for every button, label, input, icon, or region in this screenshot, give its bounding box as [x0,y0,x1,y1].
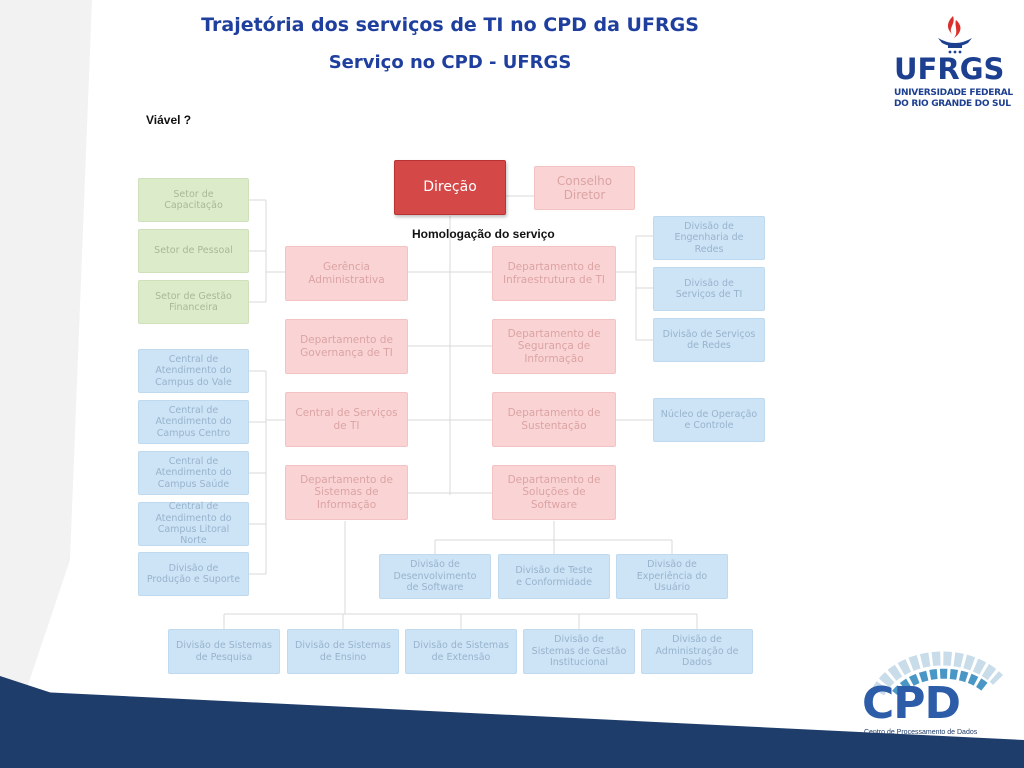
central-campus-centro-box: Central de Atendimento do Campus Centro [138,400,249,444]
central-servicos-box: Central de Serviços de TI [285,392,408,447]
setor-gestao-financeira-box: Setor de Gestão Financeira [138,280,249,324]
divisao-producao-suporte-box: Divisão de Produção e Suporte [138,552,249,596]
divisao-sistemas-pesquisa-box: Divisão de Sistemas de Pesquisa [168,629,280,674]
cpd-caption: Centro de Processamento de Dados [864,729,978,736]
divisao-desenvolvimento-box: Divisão de Desenvolvimento de Software [379,554,491,599]
divisao-servicos-ti-box: Divisão de Serviços de TI [653,267,765,311]
ufrgs-line1: UNIVERSIDADE FEDERAL [894,88,1013,98]
ufrgs-line2: DO RIO GRANDE DO SUL [894,99,1011,109]
conselho-diretor-box: Conselho Diretor [534,166,635,210]
direcao-box: Direção [394,160,506,215]
central-campus-saude-box: Central de Atendimento do Campus Saúde [138,451,249,495]
divisao-administracao-dados-box: Divisão de Administração de Dados [641,629,753,674]
central-campus-litoral-box: Central de Atendimento do Campus Litoral… [138,501,249,546]
depto-governanca-box: Departamento de Governança de TI [285,319,408,374]
slide-title: Trajetória dos serviços de TI no CPD da … [201,14,699,36]
setor-pessoal-box: Setor de Pessoal [138,229,249,273]
nucleo-operacao-box: Núcleo de Operação e Controle [653,398,765,442]
cpd-wordmark: CPD [862,678,961,729]
ufrgs-wordmark: UFRGS [894,52,1005,86]
depto-infraestrutura-box: Departamento de Infraestrutura de TI [492,246,616,301]
question-label: Viável ? [146,113,192,127]
depto-solucoes-software-box: Departamento de Soluções de Software [492,465,616,520]
torch-icon [938,16,972,54]
divisao-engenharia-redes-box: Divisão de Engenharia de Redes [653,216,765,260]
depto-sustentacao-box: Departamento de Sustentação [492,392,616,447]
depto-sistemas-informacao-box: Departamento de Sistemas de Informação [285,465,408,520]
divisao-sistemas-gestao-box: Divisão de Sistemas de Gestão Institucio… [523,629,635,674]
divisao-servicos-redes-box: Divisão de Serviços de Redes [653,318,765,362]
depto-seguranca-box: Departamento de Segurança de Informação [492,319,616,374]
divisao-sistemas-ensino-box: Divisão de Sistemas de Ensino [287,629,399,674]
cpd-arc-icon [871,651,1004,698]
ufrgs-logo: UFRGS UNIVERSIDADE FEDERAL DO RIO GRANDE… [890,12,1020,112]
cpd-logo: CPD Centro de Processamento de Dados [858,650,1008,745]
divisao-teste-box: Divisão de Teste e Conformidade [498,554,610,599]
gerencia-administrativa-box: Gerência Administrativa [285,246,408,301]
homologacao-annotation: Homologação do serviço [412,227,555,241]
divisao-experiencia-box: Divisão de Experiência do Usuário [616,554,728,599]
divisao-sistemas-extensao-box: Divisão de Sistemas de Extensão [405,629,517,674]
setor-capacitacao-box: Setor de Capacitação [138,178,249,222]
central-campus-vale-box: Central de Atendimento do Campus do Vale [138,349,249,393]
slide-subtitle: Serviço no CPD - UFRGS [328,52,572,73]
